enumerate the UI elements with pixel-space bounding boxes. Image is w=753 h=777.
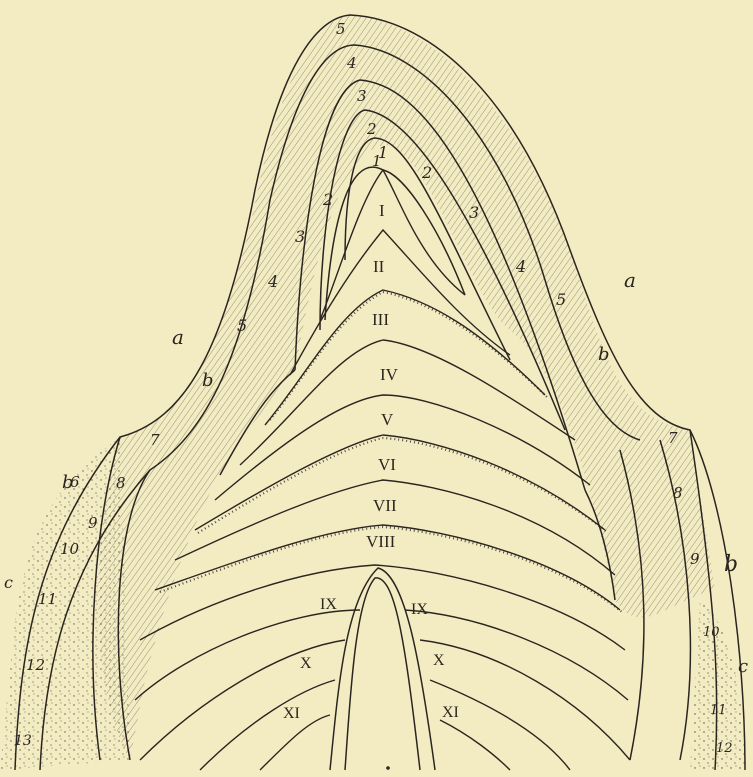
label-a-left: a	[172, 325, 184, 349]
roman-V: V	[381, 410, 394, 429]
side-right-10: 10	[703, 625, 720, 640]
outer-top-1: 1	[372, 152, 382, 170]
roman-IV: IV	[380, 365, 399, 384]
side-right-7: 7	[668, 429, 678, 447]
side-left-6: 6	[70, 473, 80, 491]
side-left-7: 7	[150, 431, 160, 449]
outer-right-5: 5	[556, 290, 566, 309]
label-b-left-upper: b	[202, 370, 214, 391]
lower-right-IX: IX	[411, 601, 428, 618]
lower-left-XI: XI	[283, 705, 300, 722]
side-right-11: 11	[710, 703, 727, 718]
outer-right-4: 4	[515, 257, 526, 276]
roman-II: II	[373, 257, 385, 276]
outer-top-3: 3	[357, 87, 367, 105]
side-left-10: 10	[60, 540, 80, 558]
side-left-9: 9	[88, 514, 98, 532]
lower-right-XI: XI	[442, 704, 459, 721]
outer-left-5: 5	[237, 316, 247, 335]
lower-right-X: X	[433, 652, 445, 669]
outer-left-2: 2	[322, 190, 333, 209]
center-dot	[386, 766, 390, 770]
roman-VIII: VIII	[366, 532, 396, 551]
label-a-right: a	[624, 268, 636, 292]
side-right-12: 12	[716, 741, 733, 756]
side-left-8: 8	[116, 474, 126, 492]
side-left-13: 13	[14, 733, 32, 749]
outer-top-5: 5	[336, 20, 346, 38]
label-c-left: c	[4, 573, 13, 592]
lower-left-X: X	[300, 655, 312, 672]
side-right-9: 9	[690, 550, 700, 568]
roman-III: III	[372, 310, 389, 329]
outer-right-2: 2	[421, 163, 432, 182]
side-left-11: 11	[38, 590, 57, 608]
outer-top-2: 2	[366, 120, 377, 138]
outer-left-4: 4	[267, 272, 278, 291]
label-c-right: c	[738, 656, 748, 677]
outer-right-3: 3	[469, 203, 479, 222]
roman-VII: VII	[373, 496, 397, 515]
roman-I: I	[379, 201, 385, 220]
outer-top-4: 4	[346, 54, 357, 72]
side-right-8: 8	[673, 484, 683, 502]
label-b-right-lower: b	[724, 552, 738, 577]
lower-left-IX: IX	[320, 596, 337, 613]
roman-VI: VI	[378, 455, 396, 474]
label-b-right-upper: b	[598, 344, 610, 365]
side-left-12: 12	[26, 656, 45, 674]
outer-left-3: 3	[295, 227, 305, 246]
